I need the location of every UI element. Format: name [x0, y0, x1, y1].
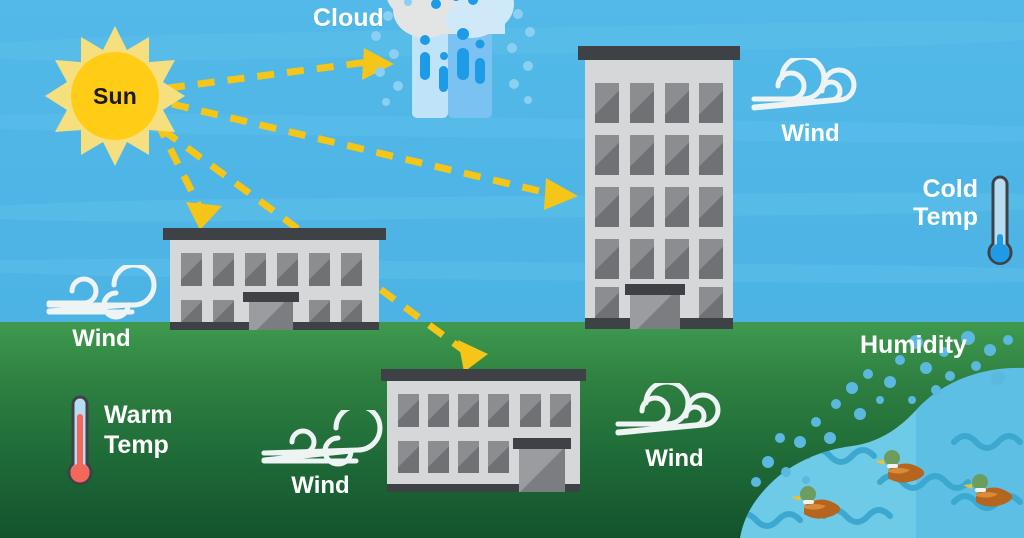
humidity-pond-group — [740, 330, 1024, 538]
thermometer-tube — [987, 175, 1013, 265]
tall-building-base — [680, 318, 733, 329]
window — [488, 441, 509, 473]
tall-building-base — [585, 318, 630, 329]
wind-label: Wind — [291, 472, 350, 499]
cold-thermometer-icon — [987, 175, 1013, 265]
window — [458, 441, 479, 473]
cold-thermometer-group: Cold Temp — [890, 172, 1020, 277]
window — [665, 135, 689, 175]
window — [630, 187, 654, 227]
window — [630, 239, 654, 279]
window — [595, 135, 619, 175]
center-building — [381, 369, 586, 492]
window — [699, 187, 723, 227]
wind-marker-top-right: Wind — [748, 54, 873, 153]
cold-temp-label-line2: Temp — [913, 203, 978, 231]
tall-building-door — [630, 295, 680, 329]
center-building-door — [519, 449, 565, 492]
center-building-door-lintel — [513, 438, 571, 449]
window — [428, 441, 449, 473]
window — [665, 187, 689, 227]
tall-building-door-lintel — [625, 284, 685, 295]
warm-thermometer-icon — [67, 395, 93, 485]
raindrops — [420, 0, 485, 92]
window — [428, 394, 449, 427]
window — [398, 394, 419, 427]
cloud-halo-droplets — [371, 0, 535, 106]
sun-disc: Sun — [71, 52, 159, 140]
window — [458, 394, 479, 427]
window — [595, 287, 619, 323]
wind-swirl-icon — [46, 262, 157, 320]
warm-thermometer-group: Warm Temp — [62, 392, 197, 497]
pond-with-ducks — [740, 331, 1024, 538]
window — [630, 135, 654, 175]
wind-swirl-icon — [261, 403, 383, 467]
cloud-puffs — [387, 0, 514, 38]
window — [309, 300, 330, 324]
sun-label: Sun — [92, 82, 138, 109]
duck-upper — [875, 450, 925, 483]
window — [699, 239, 723, 279]
humidity-bubbles — [751, 331, 1013, 487]
window — [213, 300, 234, 324]
thermometer-fill — [997, 234, 1003, 254]
wind-marker-bottom-right: Wind — [612, 379, 737, 478]
window — [213, 253, 234, 286]
window — [520, 394, 541, 427]
window — [699, 135, 723, 175]
window — [245, 253, 266, 286]
window — [699, 83, 723, 123]
window — [595, 239, 619, 279]
duck-right — [963, 474, 1013, 507]
tall-building — [578, 46, 740, 329]
left-building-door — [249, 302, 293, 330]
wind-label: Wind — [645, 445, 704, 472]
wind-swirl-icon — [615, 379, 721, 436]
window — [550, 394, 571, 427]
warm-temp-label-line1: Warm — [104, 401, 173, 429]
wind-marker-left: Wind — [44, 262, 159, 358]
left-building-base — [170, 322, 249, 330]
left-building-base — [293, 322, 379, 330]
window — [309, 253, 330, 286]
cloud-group: Cloud — [313, 0, 568, 134]
sky-band — [0, 189, 1024, 225]
window — [488, 394, 509, 427]
wind-marker-bottom-mid: Wind — [258, 403, 383, 505]
center-building-base — [565, 484, 580, 492]
center-building-roof — [381, 369, 586, 381]
window — [630, 83, 654, 123]
window — [277, 253, 298, 286]
window — [665, 239, 689, 279]
humidity-label: Humidity — [860, 331, 967, 359]
window — [665, 83, 689, 123]
cold-temp-label-line1: Cold — [922, 175, 978, 203]
cloud-label: Cloud — [313, 4, 384, 32]
center-building-base — [387, 484, 519, 492]
window — [341, 300, 362, 324]
window — [181, 253, 202, 286]
wind-swirl-icon — [751, 54, 857, 111]
wind-label: Wind — [781, 120, 840, 147]
warm-temp-label-line2: Temp — [104, 431, 169, 459]
window — [699, 287, 723, 323]
window — [398, 441, 419, 473]
wind-label: Wind — [72, 325, 131, 352]
left-building — [163, 228, 386, 330]
duck-lower — [791, 486, 841, 519]
tall-building-roof — [578, 46, 740, 60]
thermometer-fill — [77, 414, 83, 474]
left-building-roof — [163, 228, 386, 240]
window — [181, 300, 202, 324]
sun-group: Sun — [45, 26, 185, 166]
window — [595, 83, 619, 123]
window — [341, 253, 362, 286]
left-building-door-lintel — [243, 292, 299, 302]
window — [595, 187, 619, 227]
cloud-rain-icon — [371, 0, 535, 118]
